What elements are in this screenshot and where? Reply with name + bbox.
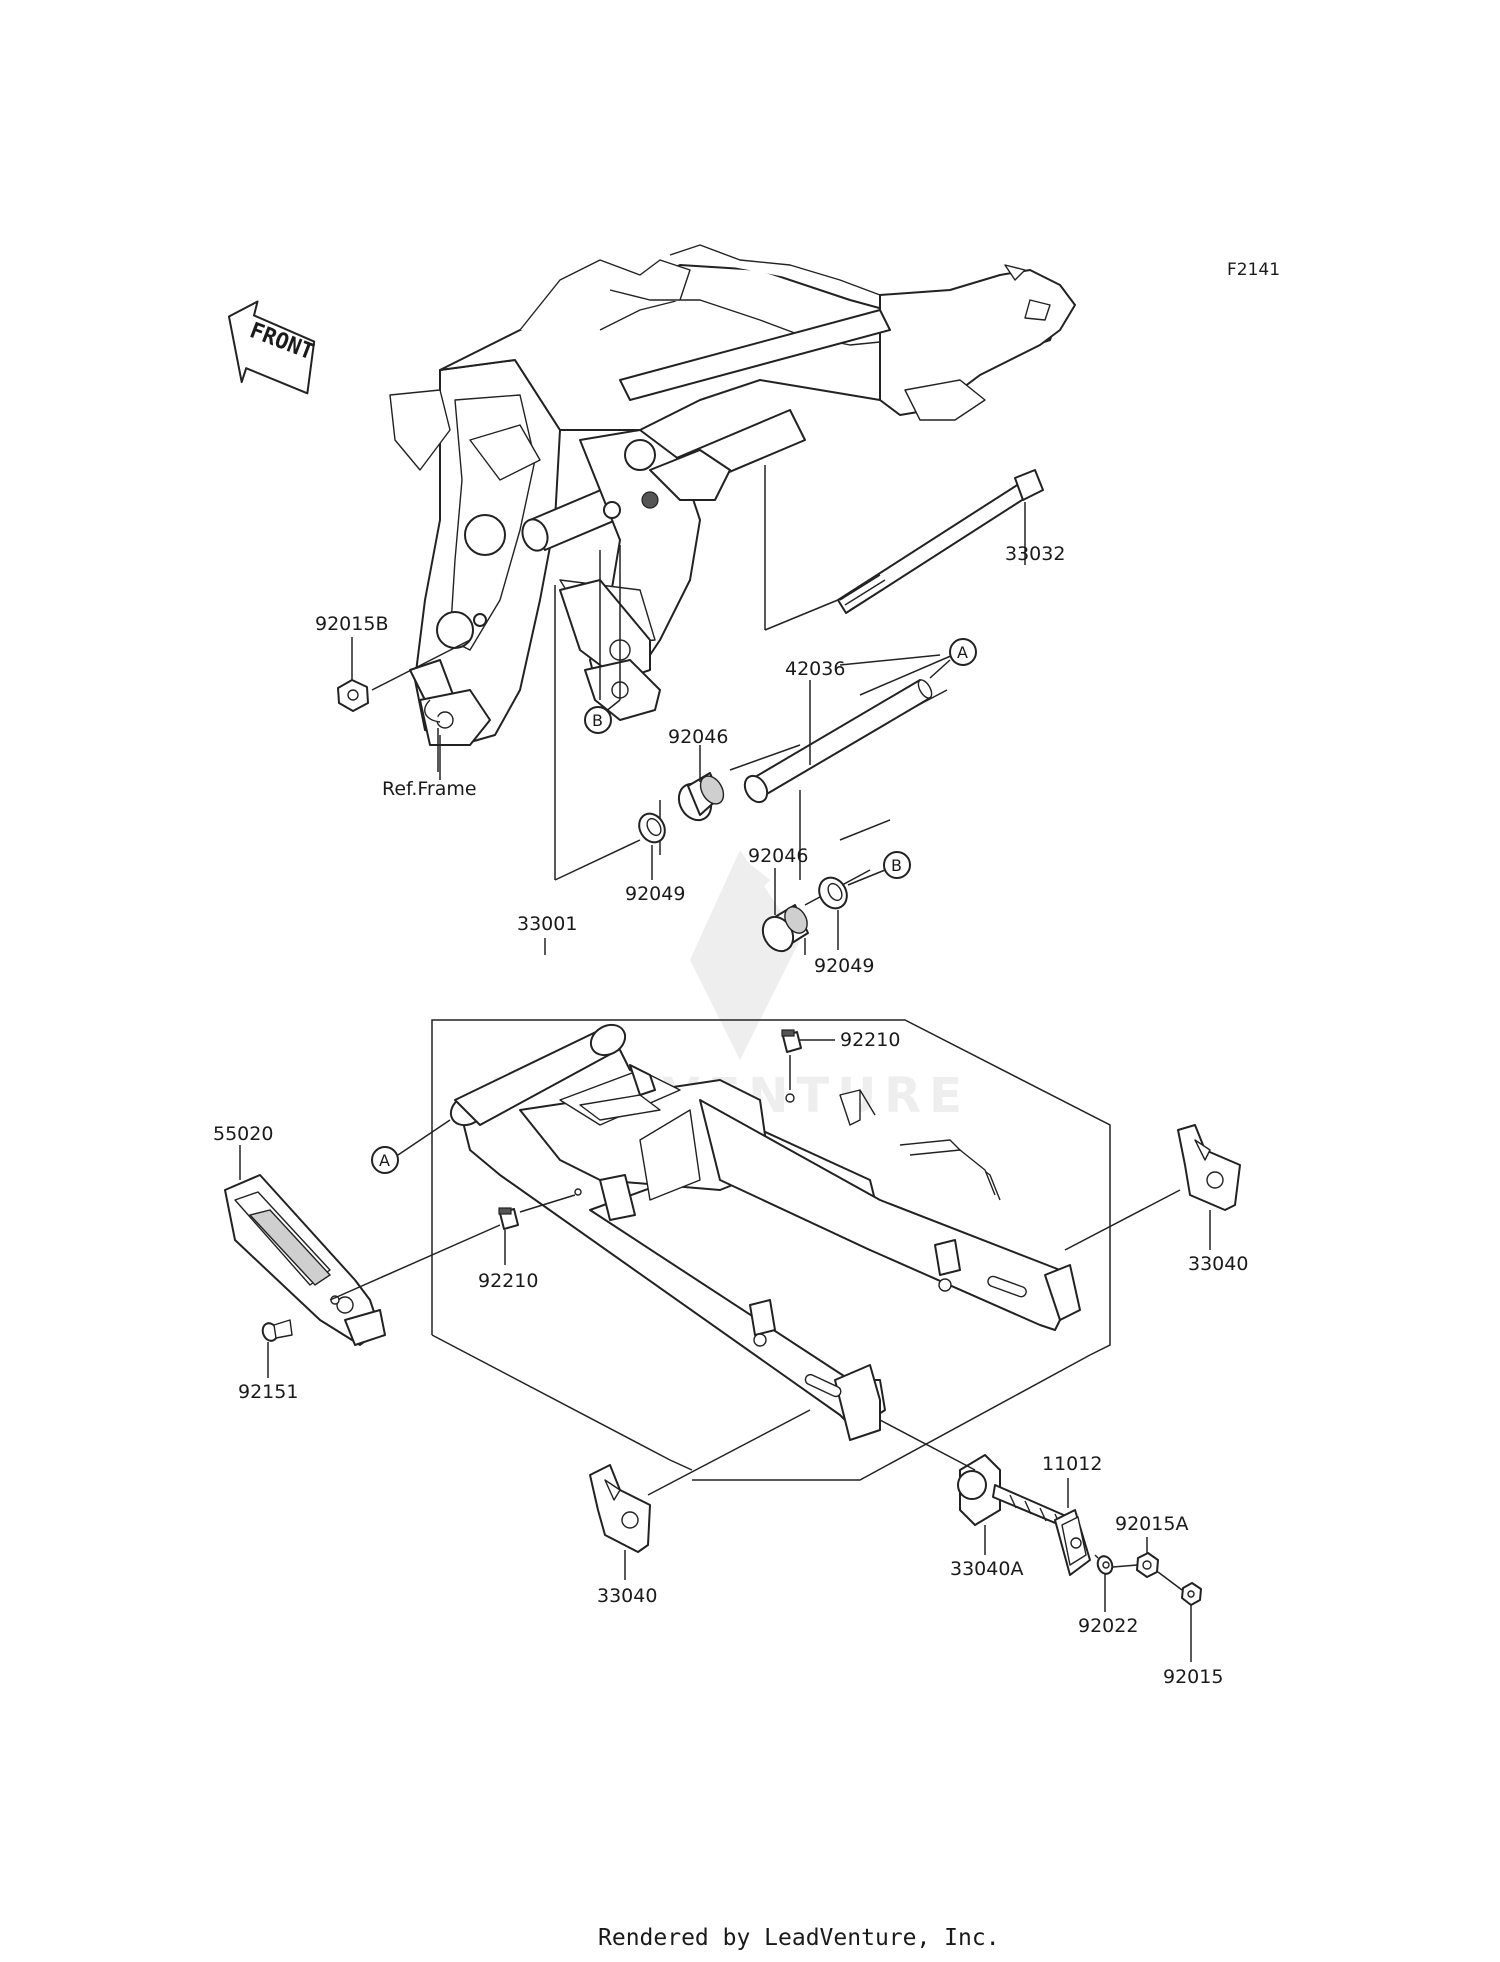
callout-b-upper: B xyxy=(584,706,612,734)
part-label-92022: 92022 xyxy=(1078,1615,1138,1637)
grease-nipple-92210-upper xyxy=(781,1029,802,1053)
bearing-92046-lower xyxy=(761,904,809,953)
part-label-33040a: 33040A xyxy=(950,1558,1023,1580)
footer-credit: Rendered by LeadVenture, Inc. xyxy=(598,1925,1000,1951)
svg-text:B: B xyxy=(891,856,902,875)
part-label-42036: 42036 xyxy=(785,658,845,680)
svg-text:A: A xyxy=(379,1151,390,1170)
chain-slipper-55020 xyxy=(224,1174,386,1346)
callout-a-lower: A xyxy=(371,1146,399,1174)
part-label-92046-lower: 92046 xyxy=(748,845,808,867)
part-label-11012: 11012 xyxy=(1042,1453,1102,1475)
part-label-33001: 33001 xyxy=(517,913,577,935)
grease-nipple-92210-lower xyxy=(498,1207,519,1230)
screw-92151 xyxy=(261,1319,293,1342)
frame-reference-label: Ref.Frame xyxy=(382,778,477,800)
part-label-33040-left: 33040 xyxy=(597,1585,657,1607)
callout-a-upper: A xyxy=(949,638,977,666)
pivot-bolt-33032 xyxy=(837,469,1044,614)
main-frame xyxy=(389,244,1076,746)
washer-92022 xyxy=(1096,1555,1114,1575)
part-label-33040-right: 33040 xyxy=(1188,1253,1248,1275)
bearing-92046-upper xyxy=(677,772,725,822)
part-label-92151: 92151 xyxy=(238,1381,298,1403)
part-label-92049-lower: 92049 xyxy=(814,955,874,977)
swingarm-assembly-bracket: 33001 xyxy=(431,913,1111,1481)
nut-92015 xyxy=(1181,1582,1202,1606)
part-label-55020: 55020 xyxy=(213,1123,273,1145)
svg-text:A: A xyxy=(957,643,968,662)
plate-11012 xyxy=(1054,1509,1091,1576)
front-arrow-icon: FRONT xyxy=(227,300,317,395)
nut-92015b xyxy=(337,679,369,712)
chain-adjuster-33040a xyxy=(957,1454,1076,1531)
part-label-92210-lower: 92210 xyxy=(478,1270,538,1292)
adjuster-plate-33040-right xyxy=(1177,1124,1241,1211)
part-label-33032: 33032 xyxy=(1005,543,1065,565)
part-label-92049-upper: 92049 xyxy=(625,883,685,905)
seal-92049-lower xyxy=(818,876,848,910)
part-label-92046-upper: 92046 xyxy=(668,726,728,748)
part-label-92015: 92015 xyxy=(1163,1666,1223,1688)
swingarm xyxy=(449,1023,1081,1441)
part-label-92015b: 92015B xyxy=(315,613,388,635)
part-label-92210-upper: 92210 xyxy=(840,1029,900,1051)
svg-text:B: B xyxy=(592,711,603,730)
diagram-code: F2141 xyxy=(1227,260,1280,280)
adjuster-plate-33040-left xyxy=(589,1464,651,1553)
nut-92015a xyxy=(1136,1552,1159,1578)
callout-b-lower: B xyxy=(883,851,911,879)
seal-92049-upper xyxy=(638,812,666,844)
collar-42036 xyxy=(743,679,933,804)
part-label-92015a: 92015A xyxy=(1115,1513,1188,1535)
